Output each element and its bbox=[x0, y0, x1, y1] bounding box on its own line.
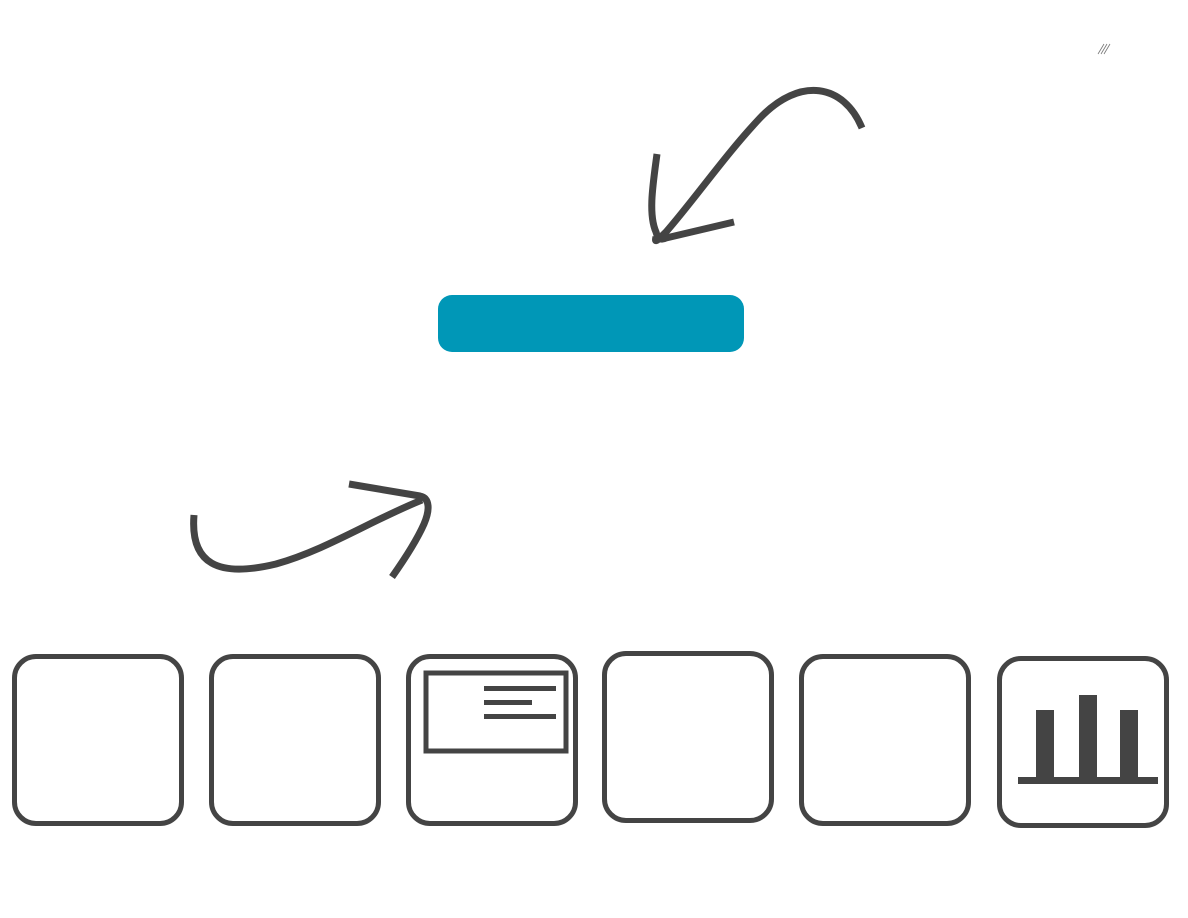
bar-chart-icon bbox=[1018, 695, 1158, 784]
text-card-icon bbox=[423, 670, 569, 754]
tile-2[interactable] bbox=[209, 654, 381, 826]
tile-1[interactable] bbox=[12, 654, 184, 826]
tile-5[interactable] bbox=[799, 654, 971, 826]
tile-6[interactable] bbox=[997, 656, 1169, 828]
primary-button[interactable] bbox=[438, 295, 744, 352]
hatch-marks-icon bbox=[1097, 43, 1111, 55]
curved-arrow-down-left-icon bbox=[648, 86, 866, 245]
tile-3[interactable] bbox=[406, 654, 578, 826]
curved-arrow-up-right-icon bbox=[190, 480, 432, 580]
tile-4[interactable] bbox=[602, 651, 774, 823]
